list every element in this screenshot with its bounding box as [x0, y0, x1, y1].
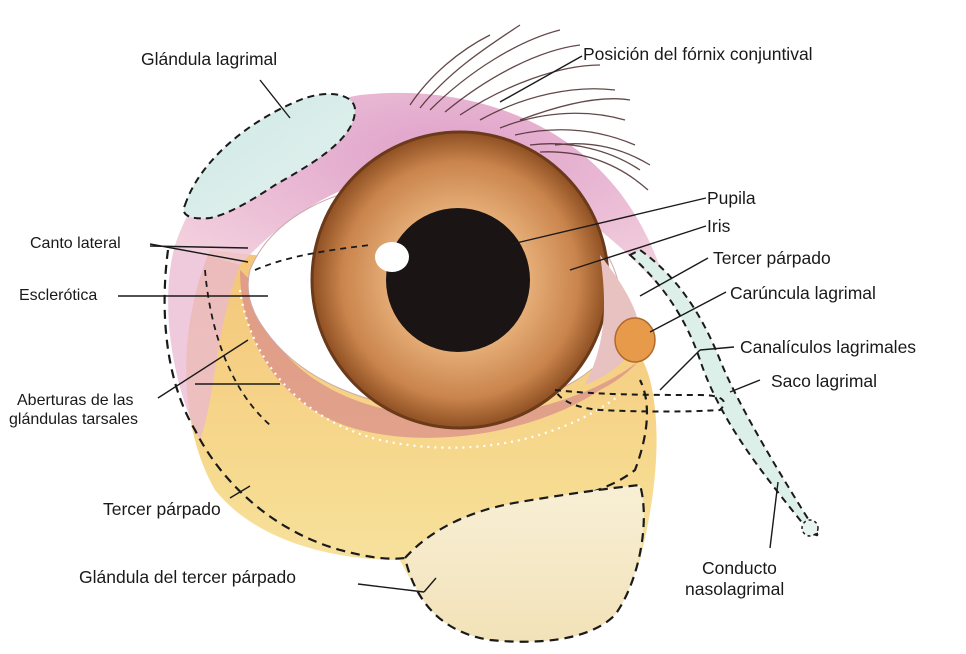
pupil	[386, 208, 530, 352]
label-tercer-parpado-right: Tercer párpado	[713, 248, 831, 269]
label-aberturas-1: Aberturas de las	[17, 392, 134, 411]
label-saco: Saco lagrimal	[771, 371, 877, 392]
label-glandula-tercer: Glándula del tercer párpado	[79, 567, 296, 588]
label-glandula-lagrimal: Glándula lagrimal	[141, 49, 277, 70]
lacrimal-caruncle	[615, 318, 655, 362]
label-canto-lateral: Canto lateral	[30, 235, 121, 254]
label-tercer-parpado-left: Tercer párpado	[103, 499, 221, 520]
label-iris: Iris	[707, 216, 730, 237]
label-esclerotica: Esclerótica	[19, 287, 97, 306]
pupil-highlight	[375, 242, 409, 272]
duct-end	[802, 520, 818, 536]
label-canaliculos: Canalículos lagrimales	[740, 337, 916, 358]
label-conducto-2: nasolagrimal	[685, 579, 784, 600]
label-pupila: Pupila	[707, 188, 756, 209]
label-caruncula: Carúncula lagrimal	[730, 283, 876, 304]
label-aberturas-2: glándulas tarsales	[9, 411, 138, 430]
label-posicion-fornix: Posición del fórnix conjuntival	[583, 44, 813, 65]
label-conducto-1: Conducto	[702, 558, 777, 579]
